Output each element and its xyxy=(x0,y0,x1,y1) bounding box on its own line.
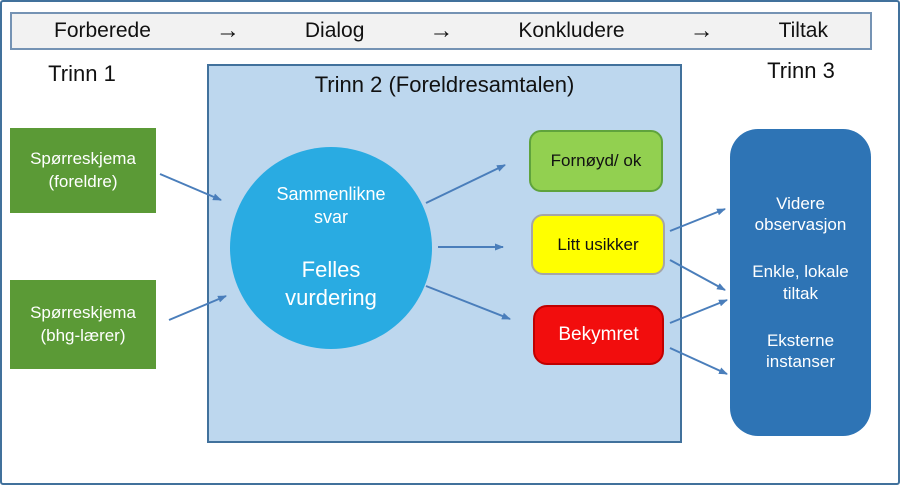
outcome-worried-box: Bekymret xyxy=(533,305,664,365)
process-steps-bar: Forberede → Dialog → Konkludere → Tiltak xyxy=(10,12,872,50)
circle-compare-answers-text: Sammenlikne svar xyxy=(276,184,386,228)
action-further-observation: Videre observasjon xyxy=(754,193,847,234)
outcome-unsure-box: Litt usikker xyxy=(531,214,665,275)
trinn3-label: Trinn 3 xyxy=(767,58,835,83)
questionnaire-parents-box: Spørreskjema (foreldre) xyxy=(10,128,156,213)
joint-assessment-circle: Sammenlikne svar Felles vurdering xyxy=(230,147,432,349)
circle-joint-evaluation-text: Felles vurdering xyxy=(285,256,377,311)
step-dialog: Dialog xyxy=(304,19,365,42)
trinn2-panel-title: Trinn 2 (Foreldresamtalen) xyxy=(314,72,575,97)
outcome-ok-box: Fornøyd/ ok xyxy=(529,130,663,192)
trinn1-label: Trinn 1 xyxy=(48,61,116,86)
action-external-agencies: Eksterne instanser xyxy=(766,330,835,371)
right-arrow-icon: → xyxy=(429,17,454,44)
right-arrow-icon: → xyxy=(689,17,714,44)
trinn3-actions-box: Videre observasjon Enkle, lokale tiltak … xyxy=(730,129,871,436)
step-forberede: Forberede xyxy=(54,19,151,42)
action-local-measures: Enkle, lokale tiltak xyxy=(752,262,849,303)
step-tiltak: Tiltak xyxy=(778,19,828,42)
step-konkludere: Konkludere xyxy=(518,19,625,42)
right-arrow-icon: → xyxy=(215,17,240,44)
questionnaire-teacher-box: Spørreskjema (bhg-lærer) xyxy=(10,280,156,369)
